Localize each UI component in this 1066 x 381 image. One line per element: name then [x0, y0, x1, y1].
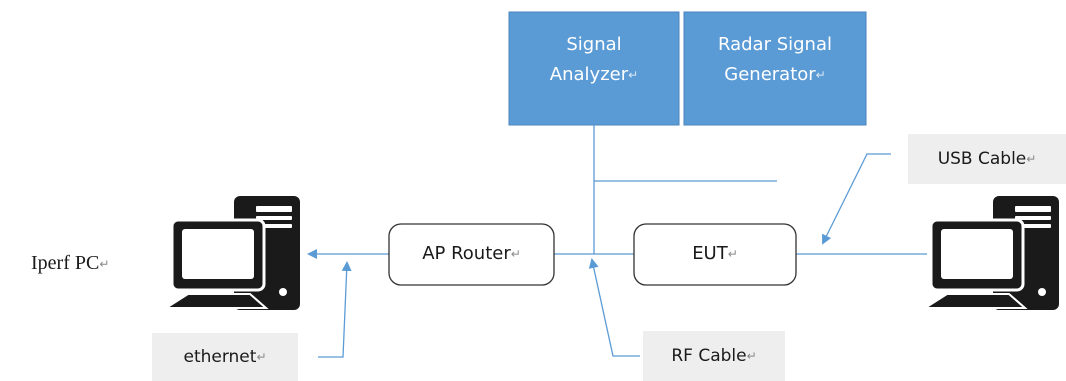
ap-router-box — [388, 223, 555, 286]
return-mark: ↵ — [727, 247, 738, 261]
ap-router-text: AP Router — [422, 243, 511, 264]
rf-leader-arrow — [588, 258, 640, 357]
return-mark: ↵ — [510, 247, 521, 261]
return-mark: ↵ — [99, 256, 110, 271]
radar-generator-line1: Radar Signal — [717, 34, 832, 55]
radar-generator-box — [683, 11, 867, 126]
eut-box — [633, 223, 797, 286]
usb-leader-arrow — [822, 153, 891, 245]
usb-cable-callout: USB Cable↵ — [908, 134, 1066, 184]
iperf-pc-text: Iperf PC — [31, 252, 100, 274]
return-mark: ↵ — [815, 68, 826, 82]
ethernet-text: ethernet — [183, 347, 257, 367]
usb-cable-text: USB Cable — [937, 149, 1027, 169]
eut-text: EUT — [692, 243, 728, 264]
return-mark: ↵ — [628, 68, 639, 82]
return-mark: ↵ — [256, 350, 267, 364]
signal-analyzer-line1: Signal — [566, 34, 622, 55]
rf-cable-callout: RF Cable↵ — [643, 331, 785, 381]
signal-analyzer-line2: Analyzer — [549, 64, 629, 85]
radar-generator-label: Radar Signal Generator↵ — [684, 30, 866, 90]
computer-icon — [921, 196, 1059, 310]
iperf-pc-label: Iperf PC↵ — [31, 252, 109, 275]
return-mark: ↵ — [746, 349, 757, 363]
rf-cable-text: RF Cable — [671, 346, 747, 366]
radar-generator-line2: Generator — [724, 64, 816, 85]
computer-icon — [162, 196, 300, 310]
eut-label: EUT↵ — [634, 243, 796, 264]
ap-router-label: AP Router↵ — [389, 243, 554, 264]
ethernet-leader-arrow — [318, 261, 352, 358]
ethernet-callout: ethernet↵ — [152, 333, 298, 381]
signal-analyzer-box — [508, 11, 680, 126]
return-mark: ↵ — [1026, 152, 1037, 166]
signal-analyzer-label: Signal Analyzer↵ — [509, 30, 679, 90]
